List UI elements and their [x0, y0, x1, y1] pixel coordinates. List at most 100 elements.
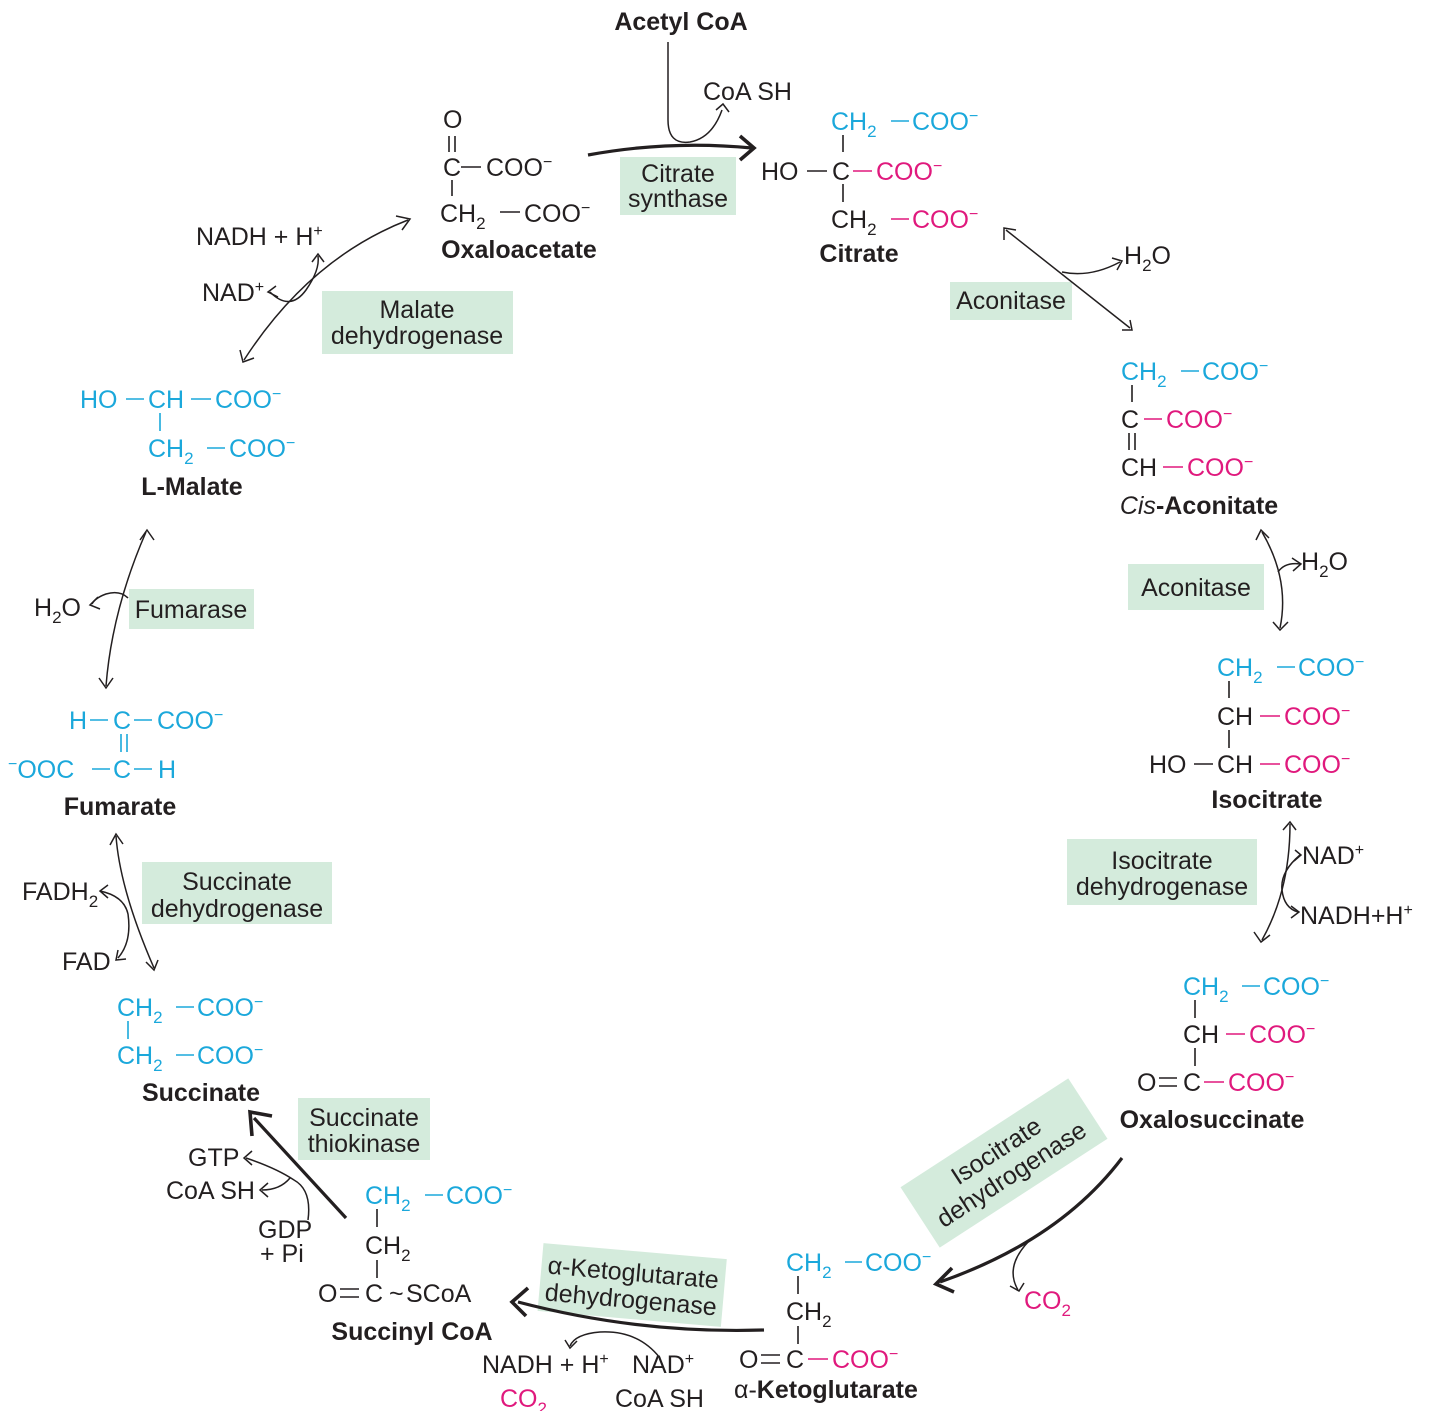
h2o-label: H2O	[1301, 548, 1348, 581]
enzyme-isocitrate-dehydrogenase-1: Isocitrate dehydrogenase	[1067, 839, 1257, 905]
isocitrate-dh-arrow-2: CO2	[932, 1157, 1124, 1320]
enzyme-label: Aconitase	[1141, 574, 1251, 602]
atom: C	[443, 154, 461, 182]
atom: CH	[1217, 703, 1253, 731]
nad-label: NAD+	[1302, 842, 1364, 870]
svg-text:CH2: CH2	[1217, 654, 1263, 687]
nad-label: NAD+	[202, 279, 264, 307]
citrate-synthase-arrow: CoA SH	[587, 42, 792, 162]
svg-text:CH2: CH2	[1183, 973, 1229, 1006]
enzyme-label-line2: thiokinase	[308, 1130, 421, 1158]
fumarase-arrow: H2O	[34, 528, 155, 690]
succinyl-coa-label: Succinyl CoA	[331, 1318, 492, 1346]
atom: C	[786, 1346, 804, 1374]
succinate-structure: CH2 COO− CH2 COO− Succinate	[117, 994, 263, 1107]
svg-text:COO−: COO−	[1263, 973, 1329, 1001]
alpha-ketoglutarate-dh-arrow: NADH + H+ CO2 NAD+ CoA SH	[482, 1286, 765, 1411]
oxalosuccinate-label: Oxalosuccinate	[1120, 1106, 1305, 1134]
atom: C	[1121, 406, 1139, 434]
svg-text:CH2: CH2	[831, 108, 877, 141]
svg-text:COO−: COO−	[1202, 358, 1268, 386]
h2o-label: H2O	[34, 594, 81, 627]
atom: ~	[389, 1280, 404, 1308]
svg-text:COO−: COO−	[876, 158, 942, 186]
alpha-ketoglutarate-label: α-Ketoglutarate	[734, 1376, 918, 1404]
nadh-label: NADH + H+	[196, 223, 323, 251]
svg-text:COO−: COO−	[157, 707, 223, 735]
atom: O	[318, 1280, 337, 1308]
svg-text:COO−: COO−	[524, 200, 590, 228]
svg-text:COO−: COO−	[1284, 751, 1350, 779]
svg-text:COO−: COO−	[1166, 406, 1232, 434]
atom: CH	[1183, 1021, 1219, 1049]
oxaloacetate-label: Oxaloacetate	[441, 236, 597, 264]
gtp-label: GTP	[188, 1144, 239, 1172]
svg-text:CH2: CH2	[1121, 358, 1167, 391]
atom: H	[158, 756, 176, 784]
nadh-label: NADH+H+	[1300, 902, 1413, 930]
citrate-structure: CH2 COO− HO C COO− CH2 COO− Citrate	[761, 108, 978, 268]
l-malate-label: L-Malate	[141, 473, 243, 501]
succinate-label: Succinate	[142, 1079, 260, 1107]
h2o-label: H2O	[1124, 242, 1171, 275]
atom: HO	[761, 158, 799, 186]
co2-label: CO2	[1024, 1287, 1071, 1320]
citrate-label: Citrate	[819, 240, 898, 268]
coa-sh-label: CoA SH	[166, 1177, 255, 1205]
svg-text:−OOC: −OOC	[8, 756, 74, 784]
fumarate-structure: H C COO− −OOC C H Fumarate	[8, 707, 223, 821]
isocitrate-structure: CH2 COO− CH COO− HO CH COO− Isocitrate	[1149, 654, 1364, 814]
coa-sh-label: CoA SH	[615, 1385, 704, 1411]
aconitase-arrow-2: H2O	[1255, 528, 1348, 632]
fad-label: FAD	[62, 948, 111, 976]
isocitrate-dh-arrow-1: NAD+ NADH+H+	[1253, 820, 1413, 944]
enzyme-label-line1: Citrate	[641, 160, 715, 188]
cis-aconitate-structure: CH2 COO− C COO− CH COO− Cis-Aconitate	[1120, 358, 1278, 520]
svg-text:COO−: COO−	[1284, 703, 1350, 731]
atom: HO	[80, 386, 118, 414]
enzyme-label: Fumarase	[135, 596, 248, 624]
svg-text:COO−: COO−	[832, 1346, 898, 1374]
svg-text:CH2: CH2	[148, 435, 194, 468]
cis-aconitate-label: Cis-Aconitate	[1120, 492, 1278, 520]
svg-text:COO−: COO−	[1228, 1069, 1294, 1097]
enzyme-succinate-thiokinase: Succinate thiokinase	[298, 1098, 430, 1160]
enzyme-label-line1: Malate	[379, 296, 454, 324]
svg-text:COO−: COO−	[197, 994, 263, 1022]
atom: C	[832, 158, 850, 186]
enzyme-label-line1: Succinate	[309, 1104, 419, 1132]
atom: O	[1137, 1069, 1156, 1097]
enzyme-succinate-dehydrogenase: Succinate dehydrogenase	[142, 862, 332, 924]
succinate-thiokinase-arrow: GTP CoA SH GDP + Pi	[166, 1109, 348, 1268]
atom: C	[113, 756, 131, 784]
enzyme-citrate-synthase: Citrate synthase	[620, 157, 736, 215]
svg-text:CH2: CH2	[831, 206, 877, 239]
enzyme-label-line1: Succinate	[182, 868, 292, 896]
nadh-label: NADH + H+	[482, 1351, 609, 1379]
svg-text:CH2: CH2	[117, 1042, 163, 1075]
atom: C	[365, 1280, 383, 1308]
svg-text:COO−: COO−	[865, 1249, 931, 1277]
enzyme-malate-dehydrogenase: Malate dehydrogenase	[322, 291, 513, 354]
svg-text:COO−: COO−	[1249, 1021, 1315, 1049]
atom: O	[739, 1346, 758, 1374]
svg-text:COO−: COO−	[1298, 654, 1364, 682]
svg-text:CH2: CH2	[786, 1249, 832, 1282]
svg-text:CH2: CH2	[786, 1298, 832, 1331]
atom: CH	[1121, 454, 1157, 482]
svg-text:COO−: COO−	[1187, 454, 1253, 482]
coa-sh-label: CoA SH	[703, 78, 792, 106]
fumarate-label: Fumarate	[64, 793, 177, 821]
nad-label: NAD+	[632, 1351, 694, 1379]
svg-text:COO−: COO−	[229, 435, 295, 463]
svg-text:COO−: COO−	[215, 386, 281, 414]
enzyme-aconitase-1: Aconitase	[950, 282, 1072, 320]
svg-text:COO−: COO−	[446, 1182, 512, 1210]
atom: C	[113, 707, 131, 735]
svg-text:CH2: CH2	[440, 200, 486, 233]
svg-text:CH2: CH2	[365, 1182, 411, 1215]
alpha-ketoglutarate-structure: CH2 COO− CH2 O C COO− α-Ketoglutarate	[734, 1249, 931, 1404]
enzyme-label-line2: dehydrogenase	[151, 895, 323, 923]
svg-text:COO−: COO−	[197, 1042, 263, 1070]
